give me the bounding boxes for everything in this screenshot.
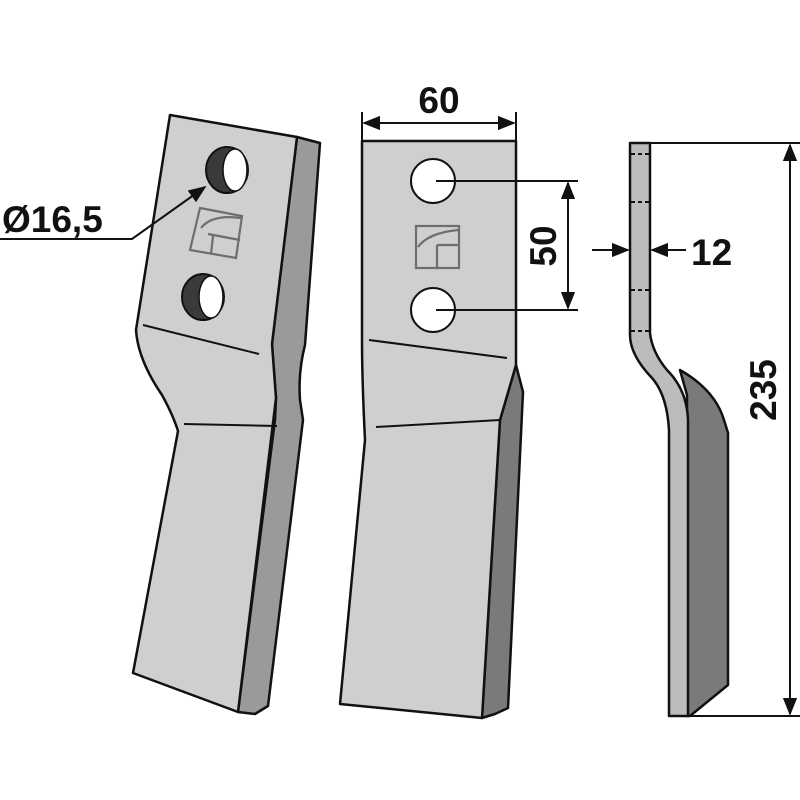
perspective-blade-view: Ø16,5 bbox=[0, 113, 322, 716]
mounting-hole-top bbox=[205, 146, 249, 194]
width-label: 60 bbox=[418, 80, 459, 121]
brand-logo-icon bbox=[414, 224, 461, 270]
hole-diameter-label: Ø16,5 bbox=[2, 199, 103, 240]
length-label: 235 bbox=[743, 359, 784, 421]
front-blade-view: 60 50 bbox=[338, 80, 578, 720]
hole-spacing-label: 50 bbox=[523, 225, 564, 266]
side-blade-view: 12 235 bbox=[592, 141, 800, 718]
thickness-label: 12 bbox=[691, 232, 732, 273]
diameter-leader-line bbox=[0, 185, 207, 240]
mounting-hole-bottom bbox=[181, 273, 225, 321]
blade-face bbox=[338, 139, 518, 720]
blade-shank bbox=[628, 141, 690, 718]
brand-logo-icon bbox=[188, 206, 244, 260]
blade-face bbox=[131, 113, 299, 714]
